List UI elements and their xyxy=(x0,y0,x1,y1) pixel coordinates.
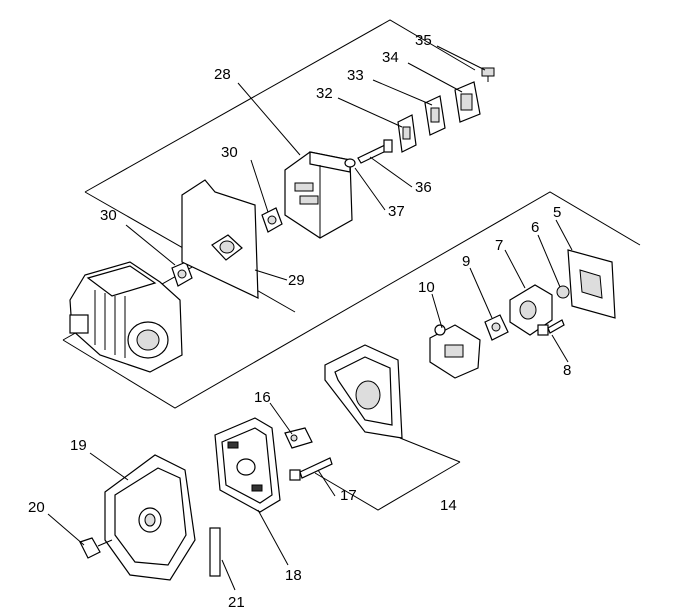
callout-37: 37 xyxy=(388,203,405,220)
callout-34: 34 xyxy=(382,49,399,66)
callout-10: 10 xyxy=(418,279,435,296)
callout-20: 20 xyxy=(28,499,45,516)
leader-lines xyxy=(47,45,573,591)
washer-part xyxy=(344,158,356,168)
bracket-part xyxy=(284,427,313,449)
callout-19: 19 xyxy=(70,437,87,454)
heat-shield-part xyxy=(181,179,259,299)
label-part xyxy=(209,527,221,577)
filter-bolt-part xyxy=(289,457,333,481)
spark-arrester-part xyxy=(424,95,446,136)
callout-6: 6 xyxy=(531,219,539,236)
air-filter-group-bracket xyxy=(314,437,461,511)
nut-part xyxy=(556,285,570,299)
muffler-part xyxy=(284,151,353,239)
callout-28: 28 xyxy=(214,66,231,83)
carburetor-part xyxy=(429,324,481,379)
gasket-part xyxy=(171,261,193,287)
screw-part xyxy=(481,67,495,82)
callout-14: 14 xyxy=(440,497,457,514)
callout-36: 36 xyxy=(415,179,432,196)
callout-30-upper: 30 xyxy=(221,144,238,161)
callout-35: 35 xyxy=(415,32,432,49)
muffler-bolt-part xyxy=(357,139,393,164)
wing-bolt-part xyxy=(79,537,113,559)
callout-16: 16 xyxy=(254,389,271,406)
filter-cover-part xyxy=(104,454,196,581)
callout-30-lower: 30 xyxy=(100,207,117,224)
callout-21: 21 xyxy=(228,594,245,611)
carburetor-gasket-part xyxy=(484,314,509,341)
callout-5: 5 xyxy=(553,204,561,221)
callout-17: 17 xyxy=(340,487,357,504)
callout-32: 32 xyxy=(316,85,333,102)
plate-part xyxy=(567,249,616,319)
callout-18: 18 xyxy=(285,567,302,584)
callout-9: 9 xyxy=(462,253,470,270)
callout-7: 7 xyxy=(495,237,503,254)
cylinder-part xyxy=(69,261,183,373)
callout-8: 8 xyxy=(563,362,571,379)
exhaust-gasket-part xyxy=(397,114,417,153)
muffler-gasket-part xyxy=(261,207,283,233)
callout-33: 33 xyxy=(347,67,364,84)
filter-base-part xyxy=(324,344,403,439)
callout-29: 29 xyxy=(288,272,305,289)
filter-element-part xyxy=(214,417,281,513)
insulator-part xyxy=(509,284,553,336)
insulator-bolt-part xyxy=(537,319,565,336)
exhaust-cover-part xyxy=(454,81,481,123)
